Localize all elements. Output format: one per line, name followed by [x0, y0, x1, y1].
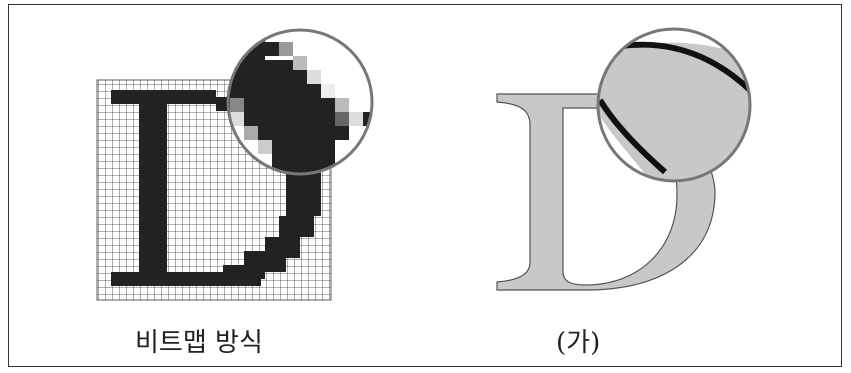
- zoom-ring: [596, 27, 752, 183]
- panel-label-ga: (가): [556, 328, 601, 358]
- outline-zoom-lens: [596, 27, 752, 183]
- bitmap-caption: 비트맵 방식: [135, 328, 263, 358]
- zoom-ring: [226, 28, 374, 176]
